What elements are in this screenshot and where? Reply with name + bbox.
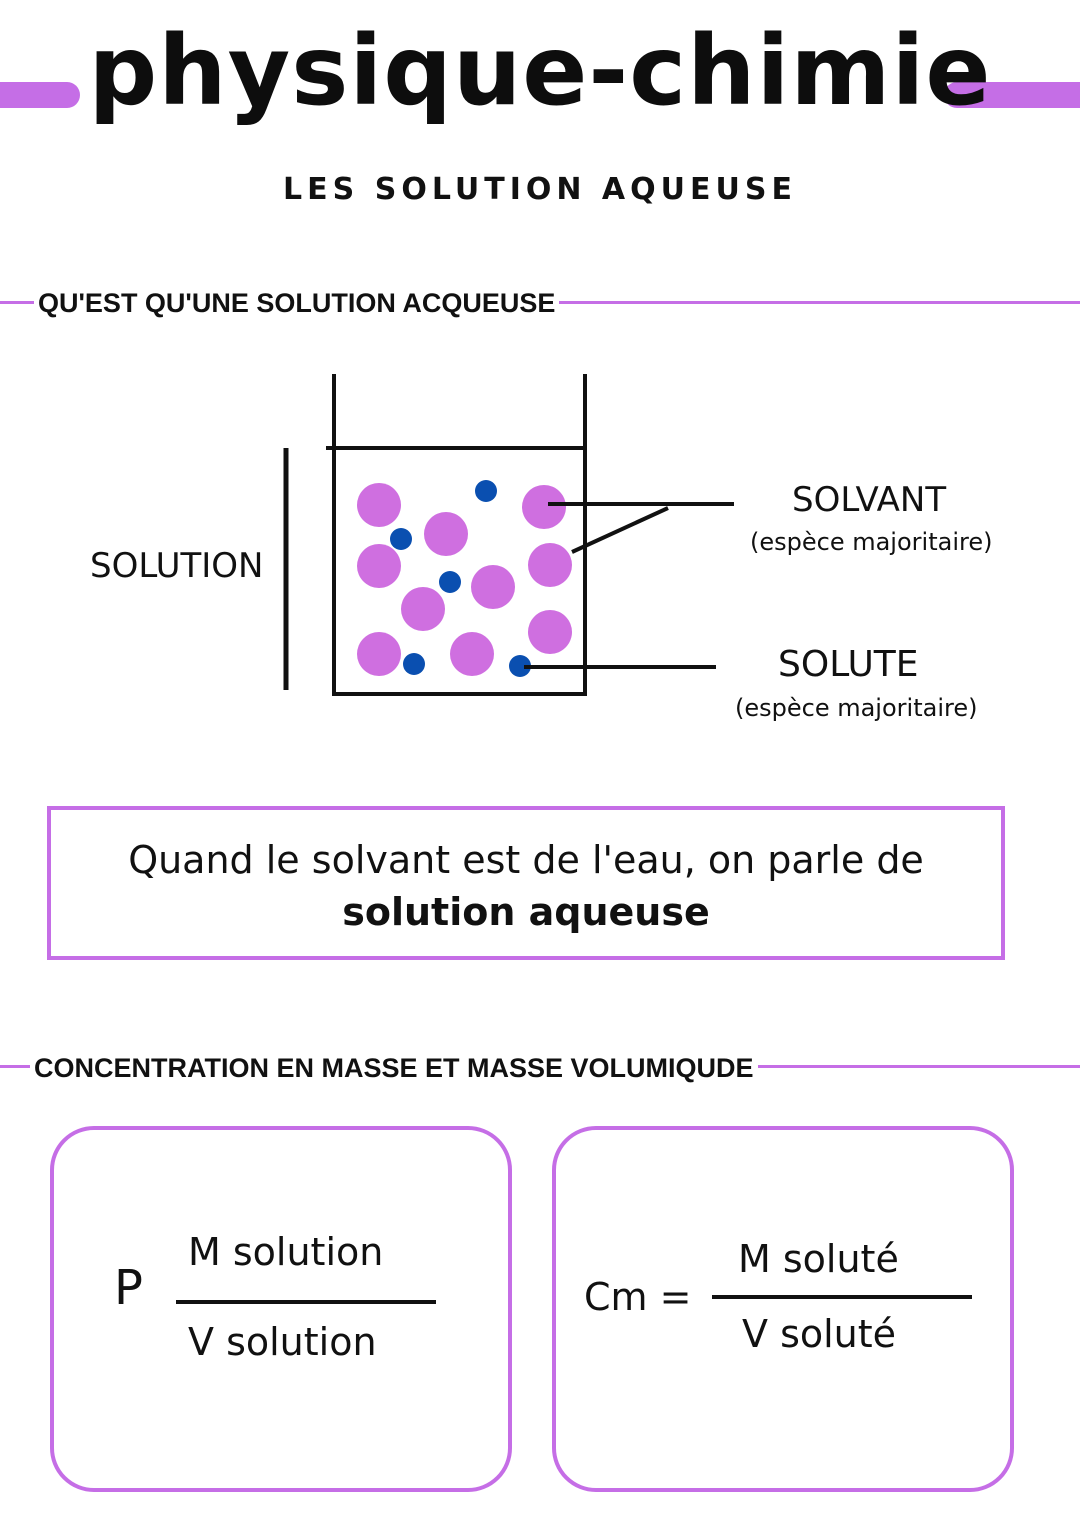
- solvant-particle: [528, 543, 572, 587]
- solvant-particle: [357, 483, 401, 527]
- formula-right-denominator: V soluté: [742, 1312, 897, 1356]
- solution-label: SOLUTION: [90, 546, 264, 586]
- solvant-label: SOLVANT: [792, 480, 947, 520]
- solvant-particle: [450, 632, 494, 676]
- solvant-leader-branch: [571, 506, 669, 554]
- solution-diagram: [283, 374, 734, 696]
- solute-particles: [390, 480, 531, 677]
- solvant-note: (espèce majoritaire): [750, 528, 993, 556]
- section1-title: QU'EST QU'UNE SOLUTION ACQUEUSE: [34, 286, 560, 320]
- callout-emphasis: solution aqueuse: [342, 890, 710, 934]
- solvant-particle: [522, 485, 566, 529]
- solvant-particle: [357, 544, 401, 588]
- definition-callout: Quand le solvant est de l'eau, on parle …: [47, 806, 1005, 960]
- formula-right-numerator: M soluté: [738, 1237, 899, 1281]
- formula-left-symbol: P: [114, 1260, 143, 1316]
- solute-particle: [390, 528, 412, 550]
- solvant-particles: [357, 483, 572, 676]
- solute-particle: [439, 571, 461, 593]
- solute-label: SOLUTE: [778, 644, 919, 685]
- formula-card-concentration: [552, 1126, 1014, 1492]
- formula-card-masse-volumique: [50, 1126, 512, 1492]
- solvant-particle: [424, 512, 468, 556]
- solvant-particle: [357, 632, 401, 676]
- formula-left-numerator: M solution: [188, 1230, 384, 1274]
- page-title: physique-chimie: [88, 15, 992, 127]
- page-subtitle: LES SOLUTION AQUEUSE: [283, 172, 797, 207]
- formula-right-symbol: Cm =: [584, 1275, 692, 1319]
- solvant-particle: [528, 610, 572, 654]
- title-bar-left: [0, 82, 80, 108]
- formula-left-denominator: V solution: [188, 1320, 377, 1364]
- solute-particle: [403, 653, 425, 675]
- formula-left-fraction-bar: [176, 1300, 436, 1304]
- title-bar-right: [944, 82, 1080, 108]
- solute-note: (espèce majoritaire): [735, 694, 978, 722]
- section2-title: CONCENTRATION EN MASSE ET MASSE VOLUMIQU…: [30, 1051, 758, 1085]
- solute-particle: [509, 655, 531, 677]
- solvant-particle: [471, 565, 515, 609]
- formula-right-fraction-bar: [712, 1295, 972, 1299]
- callout-text: Quand le solvant est de l'eau, on parle …: [128, 838, 924, 882]
- solute-particle: [475, 480, 497, 502]
- solvant-particle: [401, 587, 445, 631]
